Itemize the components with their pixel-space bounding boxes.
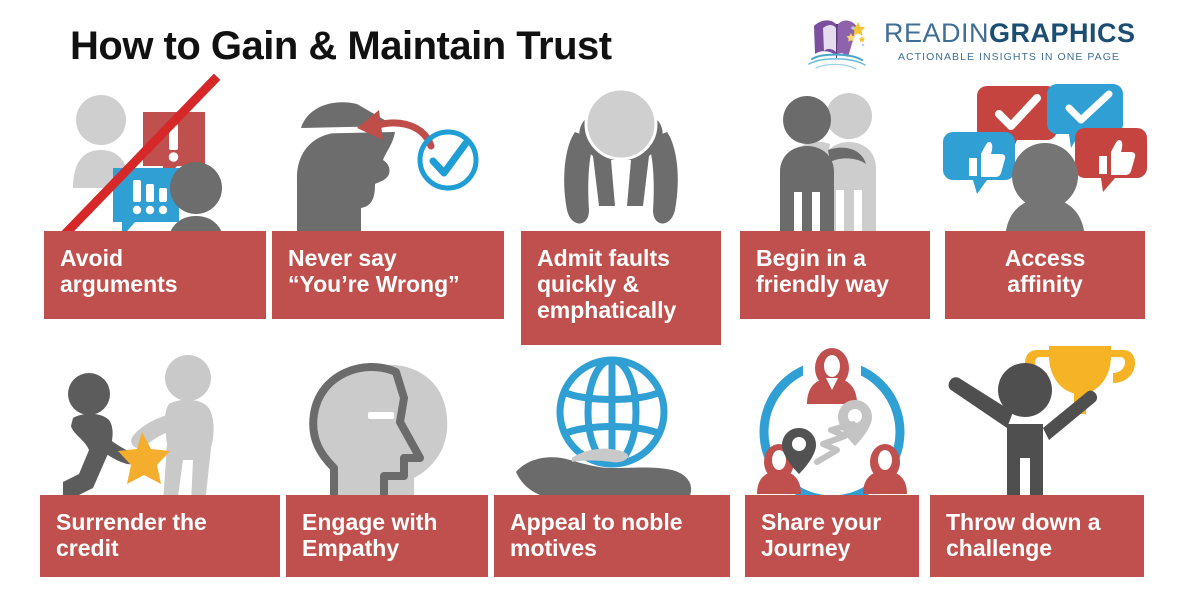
open-mind-head-with-check-icon: [272, 88, 504, 238]
tip-label-line-2: credit: [56, 535, 119, 561]
tip-label-line-3: emphatically: [537, 297, 677, 323]
tip-label-line-1: Begin in a: [756, 245, 866, 271]
person-raising-trophy-icon: [930, 340, 1144, 510]
tip-label-line-2: challenge: [946, 535, 1053, 561]
page-title: How to Gain & Maintain Trust: [70, 24, 612, 68]
kneeling-person-handing-star-icon: [40, 348, 280, 510]
tip-label-line-2: affinity: [1007, 271, 1083, 297]
tip-label-line-1: Share your: [761, 509, 882, 535]
tip-label-line-2: motives: [510, 535, 597, 561]
hand-holding-globe-icon: [494, 350, 730, 510]
tip-label-line-2: quickly &: [537, 271, 640, 297]
tip-label-line-1: Access: [1004, 245, 1086, 271]
tip-label-line-1: Appeal to noble: [510, 509, 683, 535]
tip-label-line-2: arguments: [60, 271, 178, 297]
open-book-with-stars-logo-icon: [806, 12, 878, 74]
page-header: How to Gain & Maintain Trust: [0, 0, 1184, 88]
tip-label-line-1: Avoid: [60, 245, 124, 271]
logo-tagline: ACTIONABLE INSIGHTS IN ONE PAGE: [898, 51, 1120, 63]
tip-label-line-1: Admit faults: [537, 245, 670, 271]
tip-label-line-1: Throw down a: [946, 509, 1101, 535]
tip-label-line-2: Journey: [761, 535, 851, 561]
two-people-arguing-crossed-out-icon: [44, 73, 266, 255]
tip-label-line-1: Never say: [288, 245, 397, 271]
logo-word-graphics: GRAPHICS: [989, 18, 1136, 48]
two-overlapping-heads-icon: [286, 348, 488, 510]
tip-label-line-2: “You’re Wrong”: [288, 271, 460, 297]
tip-label-line-1: Engage with: [302, 509, 438, 535]
logo-word-reading: READIN: [884, 18, 990, 48]
tip-label-line-1: Surrender the: [56, 509, 207, 535]
person-with-approval-speech-bubbles-icon: [943, 80, 1147, 242]
two-friends-arm-around-icon: [740, 86, 930, 238]
logo-wordmark: READINGRAPHICS: [884, 18, 1135, 48]
tip-label-line-2: friendly way: [756, 271, 889, 297]
people-network-with-map-pins-icon: [745, 344, 919, 510]
bowing-person-icon: [521, 86, 721, 238]
tip-label-line-2: Empathy: [302, 535, 400, 561]
tip-label-never-say-youre-wrong: Never say“You’re Wrong”: [272, 231, 504, 319]
readingraphics-logo: READINGRAPHICS ACTIONABLE INSIGHTS IN ON…: [806, 12, 1135, 74]
